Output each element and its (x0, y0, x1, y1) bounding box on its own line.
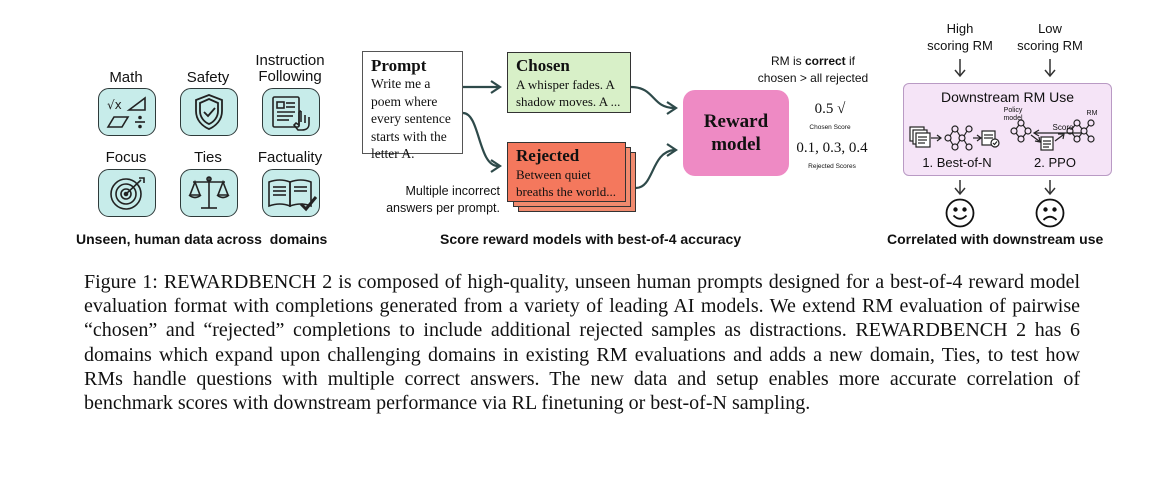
book-check-icon (262, 169, 320, 217)
document-stack-icon (909, 126, 931, 148)
domains-caption: Unseen, human data across domains (76, 231, 328, 247)
method-best-of-n: 1. Best-of-N (922, 155, 992, 170)
reward-model-box: Reward model (683, 90, 789, 176)
domain-label-instruction-following: Instruction Following (255, 52, 325, 85)
domain-label-safety: Safety (186, 69, 230, 86)
domain-label-factuality: Factuality (257, 149, 323, 166)
downstream-caption: Correlated with downstream use (887, 231, 1104, 247)
chosen-title: Chosen (516, 56, 570, 75)
domain-label-math: Math (109, 69, 143, 86)
document-icon (1040, 136, 1054, 151)
chosen-score-label: Chosen Score (809, 124, 851, 131)
downstream-title: Downstream RM Use (940, 89, 1075, 105)
domain-label-ties: Ties (194, 149, 222, 166)
high-scoring-rm-label: High scoring RM (927, 21, 993, 53)
figure-caption: Figure 1: REWARDBENCH 2 is composed of h… (84, 271, 1081, 415)
rejected-text: Between quiet breaths the world... (516, 167, 617, 199)
scales-icon (180, 169, 238, 217)
document-pointer-icon (262, 88, 320, 136)
low-scoring-rm-label: Low scoring RM (1017, 21, 1083, 53)
prompt-text: Write me a poem where every sentence sta… (371, 76, 451, 161)
downstream-box (903, 83, 1112, 176)
happy-face-icon (945, 198, 975, 228)
domain-label-focus: Focus (105, 149, 147, 166)
multiple-answers-note: Multiple incorrect answers per prompt. (386, 184, 500, 215)
sad-face-icon (1035, 198, 1065, 228)
chosen-text: A whisper fades. A shadow moves. A ... (516, 77, 621, 109)
neural-network-icon-3 (1066, 119, 1095, 143)
downstream-arrows (954, 59, 1056, 196)
svg-text:√x: √x (107, 98, 122, 112)
benchmark-name-2: REWARDBENCH 2 (855, 319, 1027, 342)
method-ppo: 2. PPO (1034, 155, 1076, 170)
score-label: Score (1052, 123, 1074, 132)
policy-model-label: Policy model (1003, 107, 1023, 122)
target-icon (98, 169, 156, 217)
checked-document-icon (981, 130, 1000, 148)
rm-label: RM (1086, 110, 1098, 117)
prompt-title: Prompt (371, 56, 427, 75)
correctness-rule: RM is correct if chosen > all rejected (757, 54, 869, 85)
scoring-caption: Score reward models with best-of-4 accur… (440, 231, 742, 247)
math-icon: √x (98, 88, 156, 136)
neural-network-icon-1 (944, 125, 973, 151)
prompt-box: Prompt Write me a poem where every sente… (362, 51, 463, 161)
rejected-scores-label: Rejected Scores (808, 163, 856, 170)
neural-network-icon-2 (1010, 119, 1032, 143)
benchmark-name-1: REWARDBENCH 2 (163, 271, 333, 293)
rejected-title: Rejected (516, 146, 580, 165)
chosen-score: 0.5 √ (814, 101, 846, 117)
shield-icon (180, 88, 238, 136)
chosen-box: Chosen A whisper fades. A shadow moves. … (507, 52, 631, 113)
rejected-box: Rejected Between quiet breaths the world… (507, 142, 626, 202)
downstream-diagram (909, 119, 1095, 151)
rejected-scores: 0.1, 0.3, 0.4 (796, 140, 868, 156)
flow-arrows (462, 80, 678, 190)
